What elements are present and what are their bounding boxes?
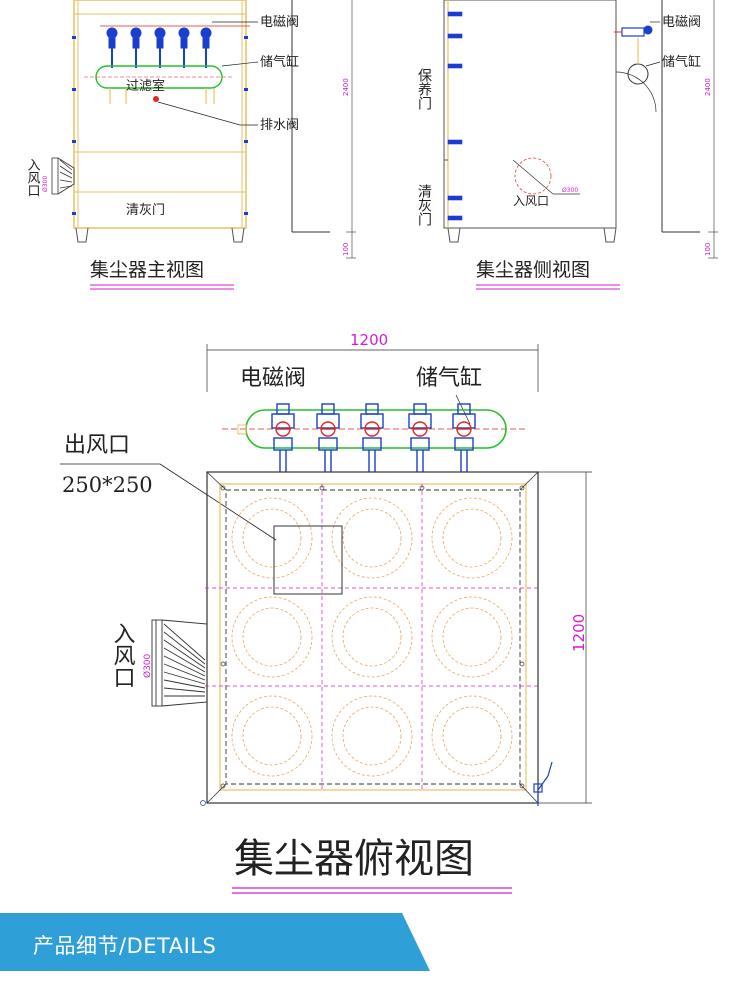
top-solenoid-valves (271, 403, 476, 472)
top-label-air-tank: 储气缸 (416, 366, 482, 391)
front-view-caption: 集尘器主视图 (90, 259, 204, 281)
side-air-tank (627, 63, 649, 85)
top-valve-2 (316, 403, 340, 472)
side-label-air-tank: 储气缸 (662, 54, 701, 70)
top-filter-cartridges (231, 497, 513, 777)
top-label-solenoid-valve: 电磁阀 (240, 366, 306, 391)
side-inlet-diameter: Ø300 (562, 187, 578, 194)
front-view: 电磁阀 储气缸 过滤室 排水阀 清灰门 入风口 Ø300 2400 100 集尘… (25, 0, 356, 290)
front-dim-height: 2400 (342, 78, 350, 96)
side-label-maintenance-door: 保养门 (416, 68, 432, 111)
front-label-filter-chamber: 过滤室 (126, 78, 165, 94)
front-label-air-tank: 储气缸 (260, 54, 299, 70)
front-dim-leg: 100 (342, 243, 350, 256)
side-left-leg (447, 227, 461, 243)
front-tank-supports (109, 88, 215, 104)
front-inlet-diameter: Ø300 (42, 176, 49, 192)
top-inlet-diameter: Ø300 (142, 653, 153, 678)
front-label-solenoid-valve: 电磁阀 (260, 15, 299, 30)
top-flange (225, 489, 521, 785)
top-view: 1200 电磁阀 储气缸 出风口 250* (60, 331, 592, 894)
top-valve-4 (408, 403, 432, 472)
banner-title: 产品细节/DETAILS (33, 934, 217, 958)
side-view-caption: 集尘器侧视图 (476, 259, 590, 281)
front-cabinet (73, 0, 247, 229)
top-label-outlet: 出风口 (64, 433, 130, 458)
front-drain-valve-icon (153, 96, 159, 102)
top-inner-frame (219, 483, 527, 791)
top-tank-fitting (237, 424, 247, 435)
front-right-leg (231, 227, 245, 243)
top-view-caption: 集尘器俯视图 (234, 836, 474, 882)
front-label-drain-valve: 排水阀 (260, 118, 299, 133)
side-cabinet (443, 0, 617, 229)
side-label-inlet: 入风口 (513, 194, 549, 208)
top-grid-lines (205, 484, 540, 790)
side-right-leg (603, 227, 617, 243)
top-outer-frame (206, 471, 539, 804)
top-valve-5 (452, 403, 476, 472)
top-bolts (200, 485, 525, 806)
front-solenoid-valves (106, 27, 212, 68)
side-dim-height: 2400 (704, 78, 712, 96)
side-door-swing (615, 71, 657, 113)
details-banner: 产品细节/DETAILS (0, 913, 750, 1000)
top-dim-width: 1200 (350, 331, 388, 349)
front-label-ash-door: 清灰门 (126, 203, 165, 218)
top-outlet-square (273, 525, 343, 595)
front-bolts (72, 36, 248, 215)
banner-background (0, 913, 430, 971)
side-label-solenoid-valve: 电磁阀 (662, 15, 701, 30)
side-leaders (645, 21, 661, 67)
top-valve-1 (271, 403, 295, 472)
top-label-inlet: 入风口 (110, 622, 136, 688)
front-inlet (51, 157, 75, 195)
side-inlet-circle (514, 157, 552, 195)
front-leaders (157, 21, 259, 126)
top-drain-valve (533, 761, 553, 806)
top-inlet (151, 619, 208, 707)
side-label-ash-door: 清灰门 (416, 184, 432, 227)
top-label-outlet-size: 250*250 (62, 473, 153, 497)
front-left-leg (75, 227, 89, 243)
side-dim-leg: 100 (704, 243, 712, 256)
front-label-inlet: 入风口 (25, 158, 41, 197)
top-dim-depth: 1200 (570, 614, 588, 652)
top-valve-3 (360, 403, 384, 472)
side-view: 电磁阀 储气缸 保养门 清灰门 入风口 Ø300 2400 100 集尘器侧视图 (416, 0, 718, 290)
side-door-handles (447, 11, 463, 221)
side-valve (614, 25, 653, 37)
